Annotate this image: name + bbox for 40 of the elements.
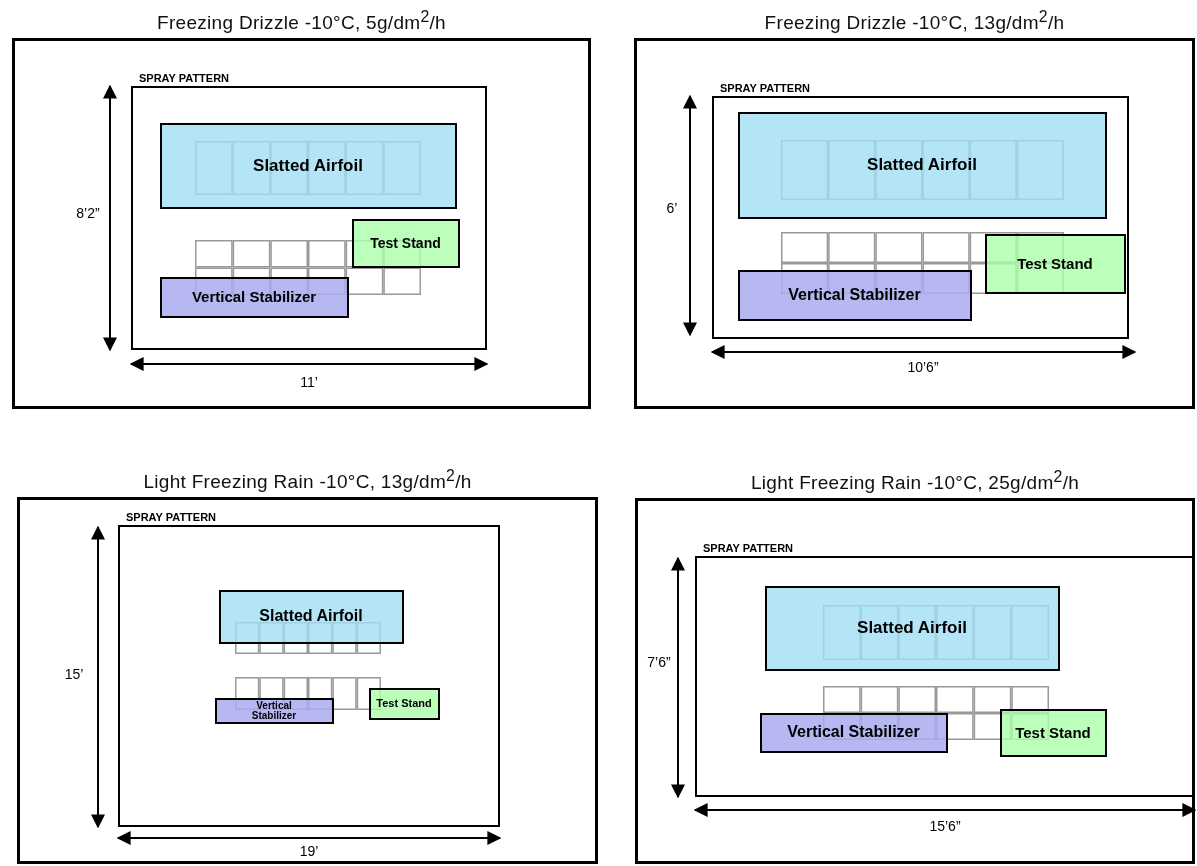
airfoil-box (737, 111, 1107, 219)
part-label: Vertical Stabilizer (191, 288, 317, 306)
part-label: Slatted Airfoil (867, 155, 977, 175)
test-stand-box (368, 687, 440, 720)
dimension-label: 8’2” (76, 205, 100, 221)
spray-pattern-label: SPRAY PATTERN (126, 511, 217, 523)
panel-title: Freezing Drizzle -10°C, 13g/dm$^{2}$/h (764, 8, 1065, 35)
part-label: Slatted Airfoil (259, 607, 363, 626)
spray-pattern-label: SPRAY PATTERN (703, 542, 794, 554)
part-label: Vertical Stabilizer (250, 700, 298, 721)
dimension-label: 11’ (300, 374, 318, 390)
dimension-label: 15’ (64, 666, 84, 682)
dimension-label: 6’ (666, 200, 678, 216)
airfoil-box (218, 589, 404, 644)
stabilizer-box (159, 276, 349, 318)
part-label: Test Stand (376, 697, 432, 710)
part-label: Slatted Airfoil (253, 155, 363, 176)
dimension-label: 10’6” (907, 359, 939, 375)
spray-pattern-label: SPRAY PATTERN (720, 82, 811, 94)
dimension-label: 15’6” (929, 818, 961, 834)
airfoil-box (159, 122, 457, 209)
part-label: Test Stand (1017, 254, 1093, 273)
panel-title: Light Freezing Rain -10°C, 13g/dm$^{2}$/h (143, 467, 472, 494)
test-stand-box (999, 708, 1107, 757)
dimension-label: 19’ (299, 843, 319, 859)
part-label: Slatted Airfoil (857, 618, 967, 638)
airfoil-box (764, 585, 1060, 671)
test-stand-box (351, 218, 460, 268)
test-stand-box (984, 233, 1126, 294)
stabilizer-box (737, 269, 972, 321)
stabilizer-box (214, 697, 334, 724)
panel-title: Freezing Drizzle -10°C, 5g/dm$^{2}$/h (157, 8, 446, 35)
part-label: Vertical Stabilizer (787, 723, 920, 742)
spray-pattern-label: SPRAY PATTERN (139, 72, 230, 84)
part-label: Test Stand (1015, 723, 1091, 742)
part-label: Vertical Stabilizer (788, 285, 921, 305)
panel-title: Light Freezing Rain -10°C, 25g/dm$^{2}$/h (750, 468, 1080, 495)
stabilizer-box (759, 712, 948, 753)
part-label: Test Stand (370, 234, 441, 252)
dimension-label: 7’6” (647, 654, 671, 670)
